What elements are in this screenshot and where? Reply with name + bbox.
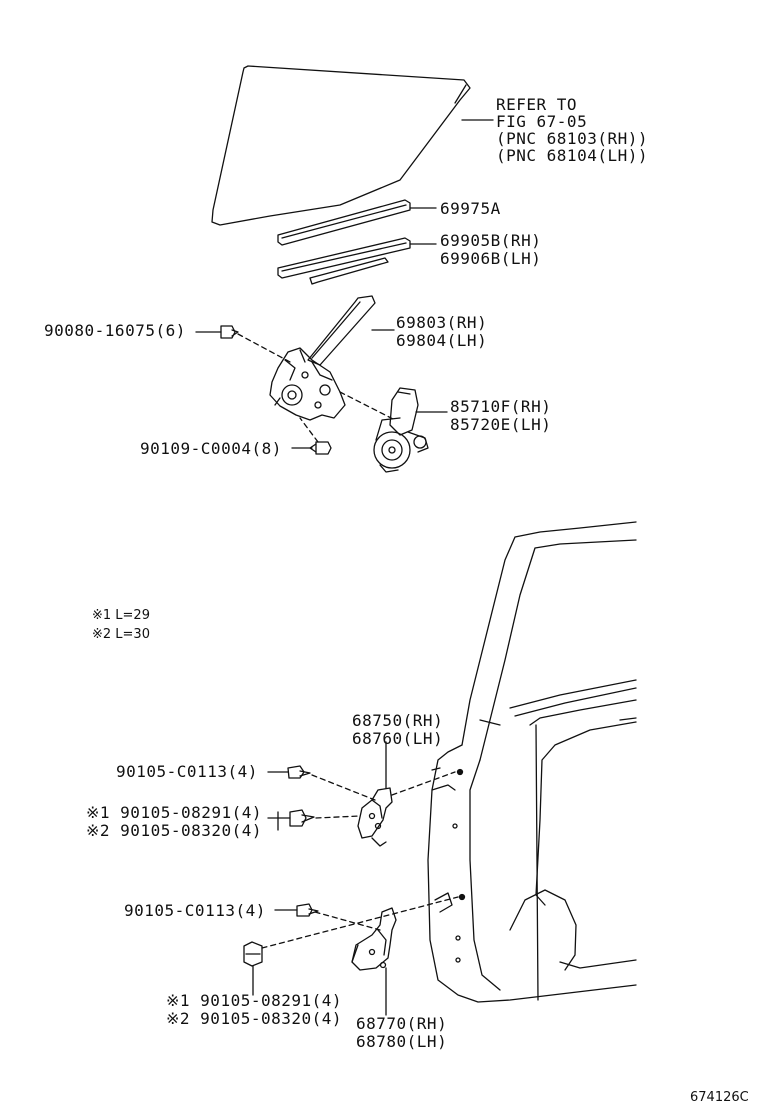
bolt-90105-c0113-upper (287, 765, 311, 779)
label-85710f: 85710F(RH) (450, 397, 552, 416)
label-68760: 68760(LH) (352, 729, 444, 748)
bolt-90105-08291-upper (289, 809, 315, 827)
label-90105-08291-upper: ※1 90105-08291(4) (86, 803, 263, 822)
label-68750: 68750(RH) (352, 711, 444, 730)
dash-90080 (237, 333, 291, 363)
label-90080: 90080-16075(6) (44, 321, 186, 340)
bolt-90080 (220, 325, 239, 339)
note-2: ※2 L=30 (92, 627, 150, 642)
dash-upper-a (311, 774, 376, 801)
regulator-motor (373, 387, 429, 473)
run-channel-69975a (277, 199, 411, 246)
bolt-90105-08291-lower (243, 941, 263, 967)
label-90105-08320-upper: ※2 90105-08320(4) (86, 821, 263, 840)
label-90105-08291-lower: ※1 90105-08291(4) (166, 991, 343, 1010)
label-68770: 68770(RH) (356, 1014, 448, 1033)
refer-line-1: REFER TO (496, 95, 578, 114)
label-68780: 68780(LH) (356, 1032, 448, 1051)
refer-line-3: (PNC 68103(RH)) (496, 129, 648, 148)
figure-code: 674126C (690, 1090, 749, 1105)
dash-90109 (299, 417, 319, 443)
door-glass (211, 65, 471, 226)
dash-motor (339, 391, 396, 421)
label-90105-08320-lower: ※2 90105-08320(4) (166, 1009, 343, 1028)
label-69906b: 69906B(LH) (440, 249, 542, 268)
note-1: ※1 L=29 (92, 608, 150, 623)
door-frame (427, 521, 637, 1003)
dash-upper-b (391, 771, 456, 796)
label-85720e: 85720E(LH) (450, 415, 552, 434)
refer-line-4: (PNC 68104(LH)) (496, 146, 648, 165)
door-holes (452, 768, 466, 963)
window-regulator (269, 295, 376, 421)
label-90105-c0113-upper: 90105-C0113(4) (116, 762, 258, 781)
upper-hinge (357, 787, 393, 847)
label-69975a: 69975A (440, 199, 501, 218)
dash-lower-b (261, 896, 459, 949)
bolt-90109 (309, 441, 332, 455)
bolt-90105-c0113-lower (296, 903, 319, 917)
label-90105-c0113-lower: 90105-C0113(4) (124, 901, 266, 920)
weatherstrip-69905b (277, 237, 411, 285)
dash-lower-a (314, 911, 381, 931)
label-90109: 90109-C0004(8) (140, 439, 282, 458)
label-69804: 69804(LH) (396, 331, 488, 350)
lower-hinge (351, 907, 397, 971)
dash-upper-c (315, 815, 361, 819)
label-69803: 69803(RH) (396, 313, 488, 332)
refer-line-2: FIG 67-05 (496, 112, 588, 131)
label-69905b: 69905B(RH) (440, 231, 542, 250)
